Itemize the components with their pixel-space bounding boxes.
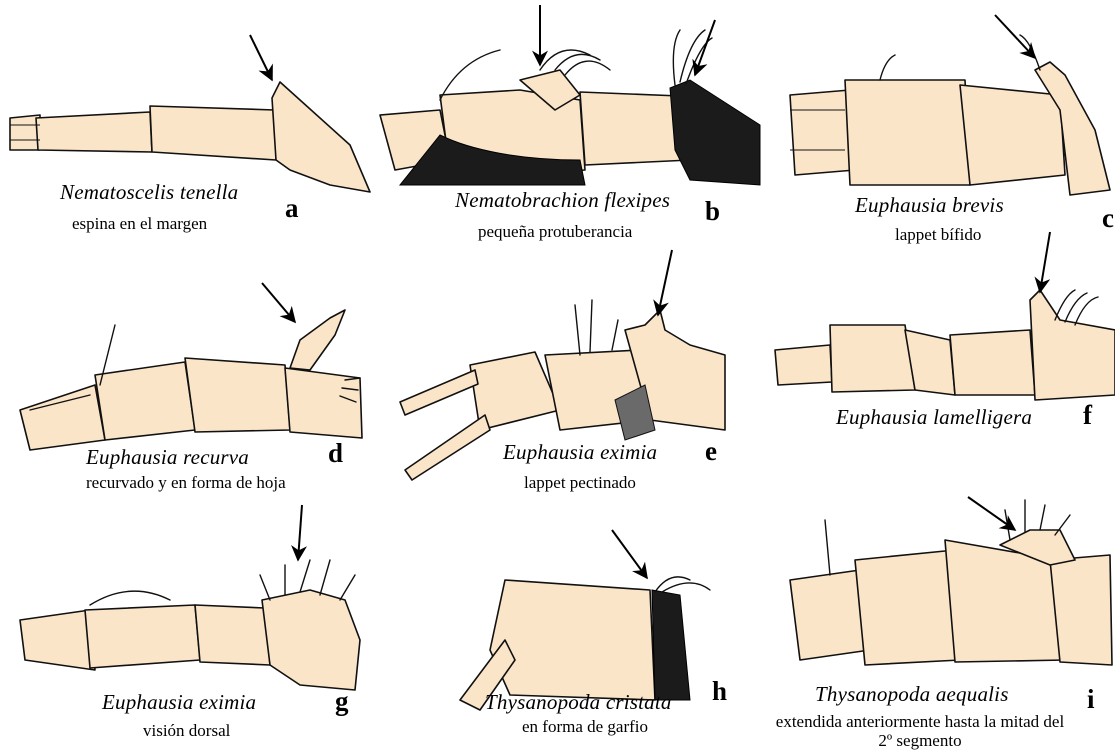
description-i: extendida anteriormente hasta la mitad d… <box>770 712 1070 750</box>
description-a: espina en el margen <box>72 214 207 233</box>
arrow-e <box>658 250 672 315</box>
description-h: en forma de garfio <box>522 717 648 736</box>
arrow-f <box>1040 232 1050 292</box>
arrow-c <box>995 15 1035 58</box>
description-g: visión dorsal <box>143 721 230 740</box>
arrow-g <box>298 505 302 560</box>
species-label-e: Euphausia eximia <box>503 440 657 465</box>
description-c: lappet bífido <box>895 225 981 244</box>
arrow-b2 <box>695 20 715 75</box>
description-e: lappet pectinado <box>524 473 636 492</box>
arrow-d <box>262 283 295 322</box>
panel-letter-d: d <box>328 438 343 469</box>
drawing-d <box>20 310 362 450</box>
panel-letter-i: i <box>1087 684 1095 715</box>
species-label-h: Thysanopoda cristata <box>485 690 672 715</box>
species-label-f: Euphausia lamelligera <box>836 405 1032 430</box>
description-d: recurvado y en forma de hoja <box>86 473 296 492</box>
arrow-h <box>612 530 647 578</box>
panel-letter-h: h <box>712 676 727 707</box>
drawing-i <box>790 500 1112 665</box>
panel-letter-b: b <box>705 196 720 227</box>
species-label-i: Thysanopoda aequalis <box>815 682 1009 707</box>
species-label-c: Euphausia brevis <box>855 193 1004 218</box>
panel-letter-g: g <box>335 686 349 717</box>
panel-letter-c: c <box>1102 203 1114 234</box>
species-label-d: Euphausia recurva <box>86 445 249 470</box>
drawing-g <box>20 560 360 690</box>
description-b: pequeña protuberancia <box>478 222 632 241</box>
species-label-g: Euphausia eximia <box>102 690 256 715</box>
panel-letter-f: f <box>1083 400 1092 431</box>
panel-letter-e: e <box>705 436 717 467</box>
arrow-a <box>250 35 272 80</box>
drawing-c <box>790 35 1110 195</box>
panel-letter-a: a <box>285 193 299 224</box>
drawing-a <box>10 82 370 192</box>
drawing-f <box>775 290 1115 400</box>
species-label-a: Nematoscelis tenella <box>60 180 238 205</box>
species-label-b: Nematobrachion flexipes <box>455 188 670 213</box>
arrow-i <box>968 497 1015 530</box>
